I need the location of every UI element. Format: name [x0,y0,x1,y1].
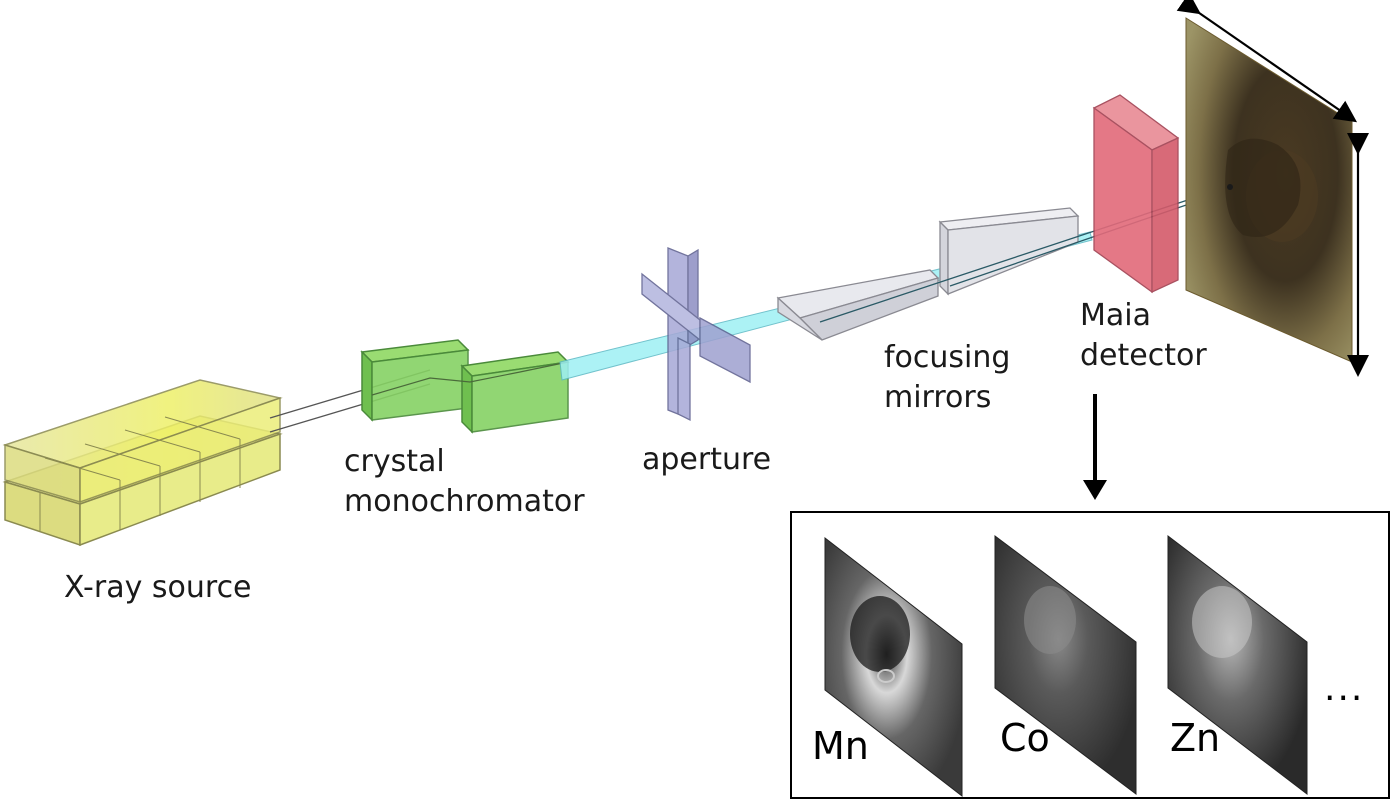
label-aperture: aperture [642,442,772,477]
element-symbol-zn: Zn [1170,716,1221,760]
xray-source [2,379,283,547]
focusing-mirrors [776,207,1080,341]
element-map-zn [1167,534,1308,796]
more-maps-ellipsis: ... [1324,668,1365,709]
dimension-arrows [1176,0,1369,377]
label-monochromator: monochromator [344,484,585,519]
painting-sample [1185,17,1353,363]
maia-detector [1092,94,1180,294]
element-symbol-mn: Mn [812,724,869,768]
element-map-co [994,534,1137,796]
output-arrow [1083,394,1107,500]
element-symbol-co: Co [1000,716,1050,760]
label-crystal: crystal [344,444,445,479]
crystal-monochromator [360,339,570,434]
element-map-mn [824,536,963,798]
beam-spot [1227,184,1233,190]
label-mirrors: mirrors [884,380,992,415]
label-detector: detector [1080,338,1207,373]
aperture [641,247,751,422]
label-focusing: focusing [884,340,1011,375]
label-xray-source: X-ray source [64,570,252,605]
label-maia: Maia [1080,298,1151,333]
